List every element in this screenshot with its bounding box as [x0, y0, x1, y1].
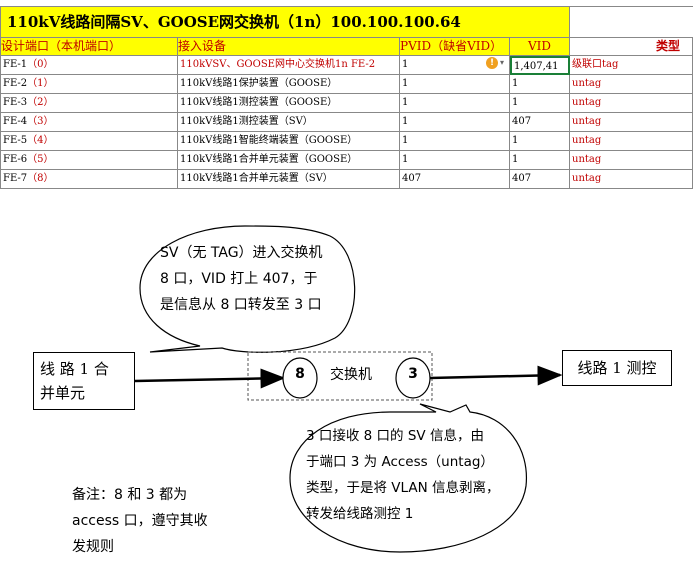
cell-device[interactable]: 110kV线路1测控装置（SV） — [178, 113, 400, 132]
cell-type[interactable]: untag — [570, 170, 693, 189]
bubble-bottom-text: 3 口接收 8 口的 SV 信息，由 于端口 3 为 Access（untag）… — [306, 423, 499, 527]
bubble-bottom-line: 于端口 3 为 Access（untag） — [306, 454, 494, 470]
arrow-port3-to-control — [429, 365, 563, 386]
speech-bubble-bottom — [289, 403, 528, 553]
cell-vid[interactable]: 1 — [510, 75, 570, 94]
port-8-label: 8 — [295, 366, 305, 382]
cell-pvid[interactable]: 1 — [400, 113, 510, 132]
port-config-sheet: 110kV线路间隔SV、GOOSE网交换机（1n）100.100.100.64 … — [0, 0, 693, 195]
bubble-top-text: SV（无 TAG）进入交换机 8 口，VID 打上 407，于 是信息从 8 口… — [160, 240, 323, 318]
cell-port[interactable]: FE-5（4） — [0, 132, 178, 151]
cell-port[interactable]: FE-4（3） — [0, 113, 178, 132]
cell-device[interactable]: 110kV线路1合并单元装置（GOOSE） — [178, 151, 400, 170]
arrow-merge-to-port8 — [134, 368, 286, 389]
cell-device[interactable]: 110kV线路1测控装置（GOOSE） — [178, 94, 400, 113]
bubble-top-line: 8 口，VID 打上 407，于 — [160, 271, 318, 287]
port-3-circle — [395, 357, 431, 399]
note-line: access 口，遵守其收 — [72, 513, 208, 529]
header-vid: VID — [510, 38, 570, 56]
cell-port[interactable]: FE-6（5） — [0, 151, 178, 170]
cell-port[interactable]: FE-2（1） — [0, 75, 178, 94]
chevron-down-icon[interactable]: ▾ — [500, 58, 505, 67]
bubble-bottom-line: 转发给线路测控 1 — [306, 506, 414, 522]
cell-pvid[interactable]: 1 — [400, 94, 510, 113]
measure-control-box: 线路 1 测控 — [562, 350, 672, 386]
switch-label: 交换机 — [330, 367, 372, 383]
cell-vid[interactable]: 407 — [510, 113, 570, 132]
warning-icon[interactable]: ! — [486, 57, 498, 69]
header-type: 类型 — [570, 38, 693, 56]
title-right-cell — [570, 6, 693, 38]
cell-type[interactable]: 级联口tag — [570, 56, 693, 75]
vlan-diagram — [134, 225, 563, 553]
cell-device[interactable]: 110kV线路1保护装置（GOOSE） — [178, 75, 400, 94]
cell-device[interactable]: 110kV线路1智能终端装置（GOOSE） — [178, 132, 400, 151]
merge-unit-box: 线 路 1 合 并单元 — [33, 352, 135, 410]
cell-type[interactable]: untag — [570, 113, 693, 132]
cell-vid[interactable]: 1 — [510, 151, 570, 170]
cell-type[interactable]: untag — [570, 94, 693, 113]
cell-type[interactable]: untag — [570, 151, 693, 170]
port-3-label: 3 — [408, 366, 418, 382]
cell-pvid[interactable]: 1 — [400, 75, 510, 94]
bubble-bottom-line: 3 口接收 8 口的 SV 信息，由 — [306, 428, 484, 444]
remark-note: 备注：8 和 3 都为 access 口，遵守其收 发规则 — [72, 482, 252, 560]
header-device: 接入设备 — [178, 38, 400, 56]
note-line: 发规则 — [72, 539, 114, 555]
switch-box — [247, 351, 433, 401]
cell-vid[interactable]: 1,407,41 — [510, 56, 570, 75]
cell-type[interactable]: untag — [570, 75, 693, 94]
sheet-title: 110kV线路间隔SV、GOOSE网交换机（1n）100.100.100.64 — [0, 6, 570, 38]
cell-vid[interactable]: 1 — [510, 94, 570, 113]
cell-pvid[interactable]: 1 — [400, 132, 510, 151]
merge-unit-line: 线 路 1 合 — [40, 360, 109, 378]
cell-pvid[interactable]: 1 — [400, 56, 510, 75]
cell-port[interactable]: FE-7（8） — [0, 170, 178, 189]
cell-vid[interactable]: 407 — [510, 170, 570, 189]
cell-type[interactable]: untag — [570, 132, 693, 151]
cell-port[interactable]: FE-1（0） — [0, 56, 178, 75]
header-port: 设计端口（本机端口） — [0, 38, 178, 56]
header-pvid: PVID（缺省VID） — [400, 38, 510, 56]
bubble-bottom-line: 类型，于是将 VLAN 信息剥离， — [306, 480, 500, 496]
cell-vid[interactable]: 1 — [510, 132, 570, 151]
bubble-top-line: 是信息从 8 口转发至 3 口 — [160, 297, 322, 313]
note-line: 备注：8 和 3 都为 — [72, 487, 188, 503]
merge-unit-line: 并单元 — [40, 384, 86, 402]
bubble-top-line: SV（无 TAG）进入交换机 — [160, 245, 323, 261]
cell-pvid[interactable]: 1 — [400, 151, 510, 170]
cell-device[interactable]: 110kV线路1合并单元装置（SV） — [178, 170, 400, 189]
cell-port[interactable]: FE-3（2） — [0, 94, 178, 113]
port-8-circle — [282, 357, 318, 399]
cell-device[interactable]: 110kVSV、GOOSE网中心交换机1n FE-2 — [178, 56, 400, 75]
cell-pvid[interactable]: 407 — [400, 170, 510, 189]
